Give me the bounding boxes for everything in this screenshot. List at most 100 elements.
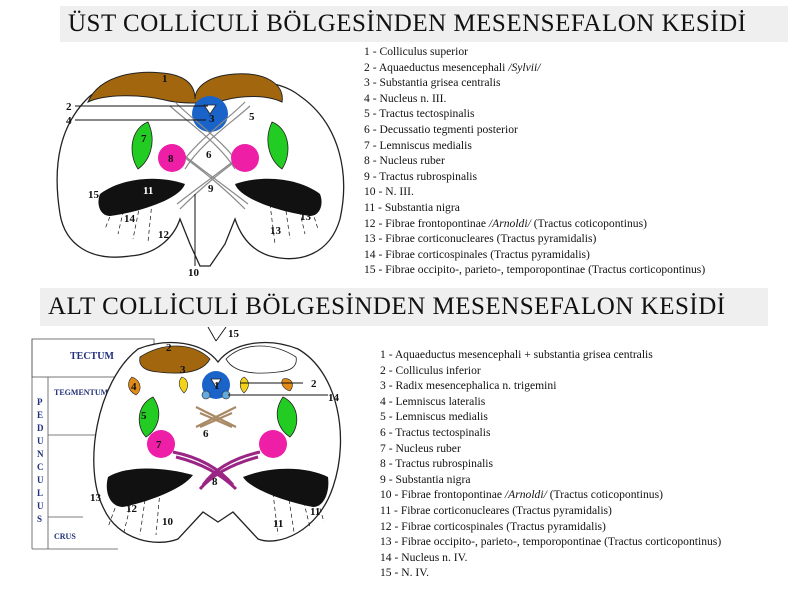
d2-label-10: 10	[162, 516, 174, 528]
legend-item: 3 - Substantia grisea centralis	[364, 76, 501, 90]
d1-label-14: 14	[124, 213, 136, 225]
legend-item: 14 - Fibrae corticospinales (Tractus pyr…	[364, 247, 590, 261]
tegmentum-label: TEGMENTUM	[54, 388, 109, 397]
nucleus-n-iv-left	[201, 390, 211, 400]
d1-label-6: 6	[206, 149, 212, 161]
d1-label-7: 7	[141, 133, 147, 145]
legend-item: 4 - Nucleus n. III.	[364, 91, 447, 105]
legend-item: 1 - Aquaeductus mesencephali + substanti…	[380, 348, 653, 361]
d1-label-1: 1	[162, 73, 168, 85]
substantia-nigra-2-left	[106, 468, 193, 507]
d1-label-13: 13	[300, 211, 312, 223]
tectum-label: TECTUM	[70, 351, 114, 362]
lemniscus-medialis-left	[131, 121, 153, 170]
substantia-nigra-right	[235, 178, 322, 216]
legend-item: 12 - Fibrae frontopontinae /Arnoldi/ (Tr…	[364, 216, 647, 230]
legend-item: 7 - Lemniscus medialis	[364, 138, 472, 152]
d2-label-6: 6	[203, 428, 209, 440]
legend-item: 13 - Fibrae occipito-, parieto-, temporo…	[380, 535, 722, 549]
pedunculus-letter: L	[37, 488, 43, 498]
legend-section1: 1 - Colliculus superior 2 - Aquaeductus m…	[364, 44, 705, 278]
pedunculus-letter: U	[37, 501, 44, 511]
d2-label-12: 12	[126, 503, 138, 515]
legend-item: 13 - Fibrae corticonucleares (Tractus py…	[364, 232, 597, 246]
legend-item: 9 - Tractus rubrospinalis	[364, 169, 478, 183]
d2-label-2b: 2	[311, 378, 317, 390]
nucleus-ruber-left	[158, 144, 186, 172]
pedunculus-letter: S	[37, 514, 42, 524]
nucleus-ruber-2-left	[147, 430, 175, 458]
section2-title: ALT COLLİCULİ BÖLGESİNDEN MESENSEFALON K…	[40, 288, 768, 326]
legend-item: 10 - N. III.	[364, 185, 414, 199]
d2-label-7: 7	[156, 439, 162, 451]
pedunculus-letter: D	[37, 423, 44, 433]
radix-trigemini-right	[239, 376, 249, 394]
rubrospinal-tract	[172, 450, 261, 491]
legend-item: 8 - Tractus rubrospinalis	[380, 457, 494, 471]
colliculus-inferior-right	[225, 345, 297, 374]
d1-label-2: 2	[66, 101, 72, 113]
legend-item: 12 - Fibrae corticospinales (Tractus pyr…	[380, 519, 606, 533]
aqueduct-2	[210, 378, 222, 388]
radix-trigemini-left	[178, 376, 188, 394]
d1-label-4: 4	[66, 115, 72, 127]
d1-label-3: 3	[209, 113, 215, 125]
d1-label-8: 8	[168, 153, 174, 165]
d1-label-12: 12	[158, 229, 170, 241]
legend-section2: 1 - Aquaeductus mesencephali + substanti…	[380, 347, 721, 581]
pedunculus-letter: P	[37, 397, 43, 407]
pointer-lines-2	[207, 327, 328, 396]
d1-label-9: 9	[208, 183, 214, 195]
d2-label-4: 4	[131, 381, 137, 393]
d1-label-11: 11	[143, 185, 153, 197]
d2-label-11b: 11	[310, 506, 320, 518]
legend-item: 15 - N. IV.	[380, 566, 430, 580]
d2-label-15: 15	[228, 328, 240, 340]
nucleus-ruber-right	[231, 144, 259, 172]
diagram-superior-colliculus: 1 2 3 4 5 6 7 8 9 10 11 12 13 14 15 13	[56, 71, 345, 279]
d2-label-1: 1	[214, 380, 220, 392]
legend-item: 9 - Substantia nigra	[380, 472, 471, 486]
lemniscus-medialis-2-left	[138, 396, 160, 438]
d2-label-5: 5	[141, 410, 147, 422]
legend-item: 5 - Lemniscus medialis	[380, 410, 488, 424]
pedunculus-letter: E	[37, 410, 43, 420]
pedunculus-letter: C	[37, 462, 44, 472]
substantia-nigra-left	[98, 178, 185, 216]
fiber-dashes-2	[107, 490, 325, 536]
legend-item: 1 - Colliculus superior	[364, 45, 469, 58]
d1-label-5: 5	[249, 111, 255, 123]
d2-label-3: 3	[180, 364, 186, 376]
legend-item: 2 - Aquaeductus mesencephali /Sylvii/	[364, 60, 541, 74]
d1-label-10: 10	[188, 267, 200, 279]
d2-label-2: 2	[166, 342, 172, 354]
pedunculus-letter: N	[37, 449, 44, 459]
colliculus-superior	[87, 71, 283, 104]
d2-label-11: 11	[273, 518, 283, 530]
pointer-lines	[75, 105, 208, 266]
d2-label-13: 13	[90, 492, 102, 504]
legend-item: 7 - Nucleus ruber	[380, 441, 461, 455]
legend-item: 6 - Tractus tectospinalis	[380, 425, 491, 439]
lemniscus-medialis-right	[267, 121, 289, 170]
pedunculus-letter: U	[37, 436, 44, 446]
legend-item: 8 - Nucleus ruber	[364, 154, 445, 168]
pedunculus-letter: U	[37, 475, 44, 485]
legend-item: 10 - Fibrae frontopontinae /Arnoldi/ (Tr…	[380, 488, 663, 502]
fiber-dashes	[104, 201, 319, 245]
nucleus-ruber-2-right	[259, 430, 287, 458]
legend-item: 11 - Substantia nigra	[364, 200, 460, 214]
d1-label-15: 15	[88, 189, 100, 201]
legend-item: 6 - Decussatio tegmenti posterior	[364, 122, 518, 136]
lemniscus-lateralis-left	[128, 376, 141, 396]
legend-item: 15 - Fibrae occipito-, parieto-, temporo…	[364, 263, 706, 277]
legend-item: 2 - Colliculus inferior	[380, 363, 481, 377]
legend-item: 4 - Lemniscus lateralis	[380, 394, 486, 408]
lemniscus-medialis-2-right	[276, 396, 298, 438]
legend-item: 3 - Radix mesencephalica n. trigemini	[380, 379, 557, 393]
legend-item: 5 - Tractus tectospinalis	[364, 107, 475, 121]
legend-item: 11 - Fibrae corticonucleares (Tractus py…	[380, 503, 612, 517]
crus-label: CRUS	[54, 532, 76, 541]
